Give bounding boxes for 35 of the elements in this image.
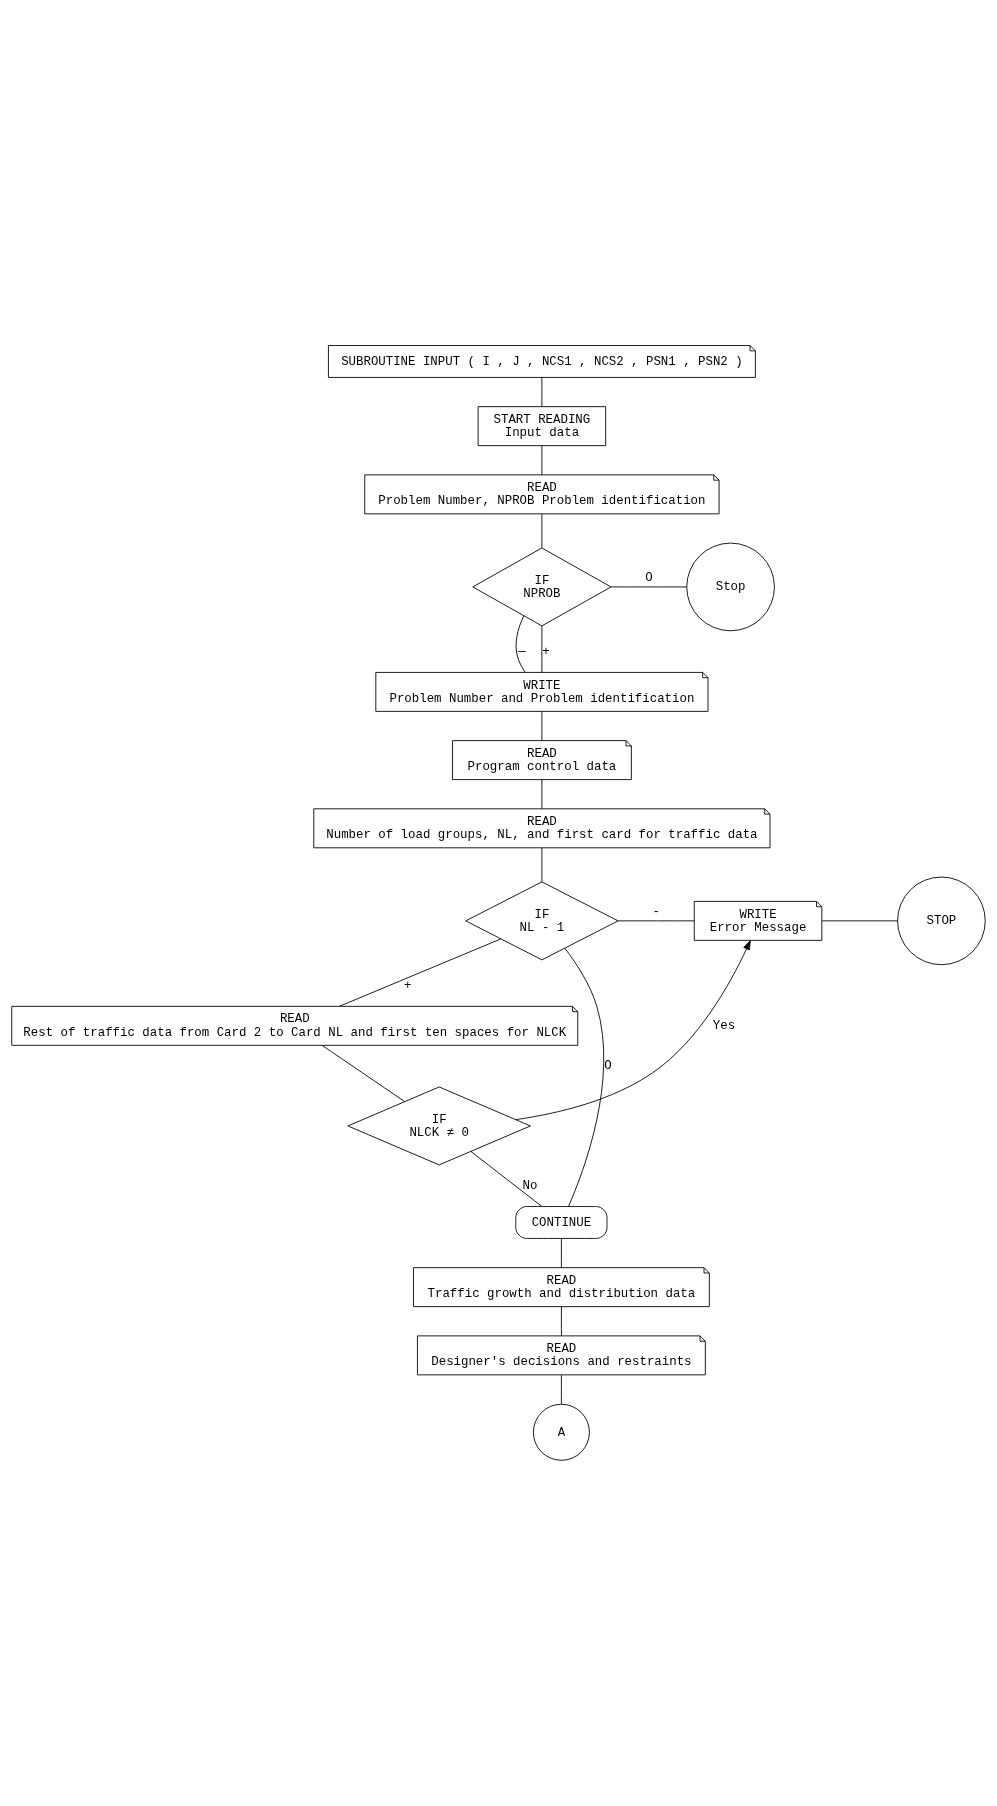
connector (541, 779, 543, 810)
connector (515, 615, 526, 673)
node-circle: STOP (897, 876, 986, 966)
edge-label: + (542, 644, 550, 659)
node-diamond: IF NPROB (472, 547, 612, 627)
node-diamond: IF NL - 1 (465, 881, 619, 961)
node-box: CONTINUE (515, 1206, 608, 1239)
connector (321, 1045, 406, 1102)
node-circle: Stop (686, 542, 775, 632)
connector (470, 1151, 543, 1207)
connector (560, 1374, 562, 1405)
edge-label: O (604, 1059, 612, 1074)
edge-label: O (645, 570, 653, 585)
connector (541, 625, 543, 673)
connector (541, 445, 543, 476)
edge-label: + (403, 978, 412, 993)
connector (610, 586, 688, 588)
connector (541, 847, 543, 883)
connector (541, 711, 543, 741)
edge-label: No (522, 1179, 538, 1194)
edge-label: - (652, 904, 660, 919)
edge-label: Yes (712, 1019, 736, 1034)
node-circle: A (532, 1403, 590, 1461)
connector (617, 920, 695, 922)
connector (541, 377, 543, 408)
node-box: START READING Input data (477, 406, 607, 447)
arrow (515, 940, 751, 1121)
connector (564, 947, 605, 1207)
connector (541, 513, 543, 549)
edge-label: — (518, 644, 526, 659)
connector (560, 1306, 562, 1337)
connector (339, 938, 502, 1007)
connector (821, 920, 898, 922)
node-diamond: IF NLCK ≠ 0 (347, 1086, 531, 1166)
connector (560, 1238, 562, 1269)
